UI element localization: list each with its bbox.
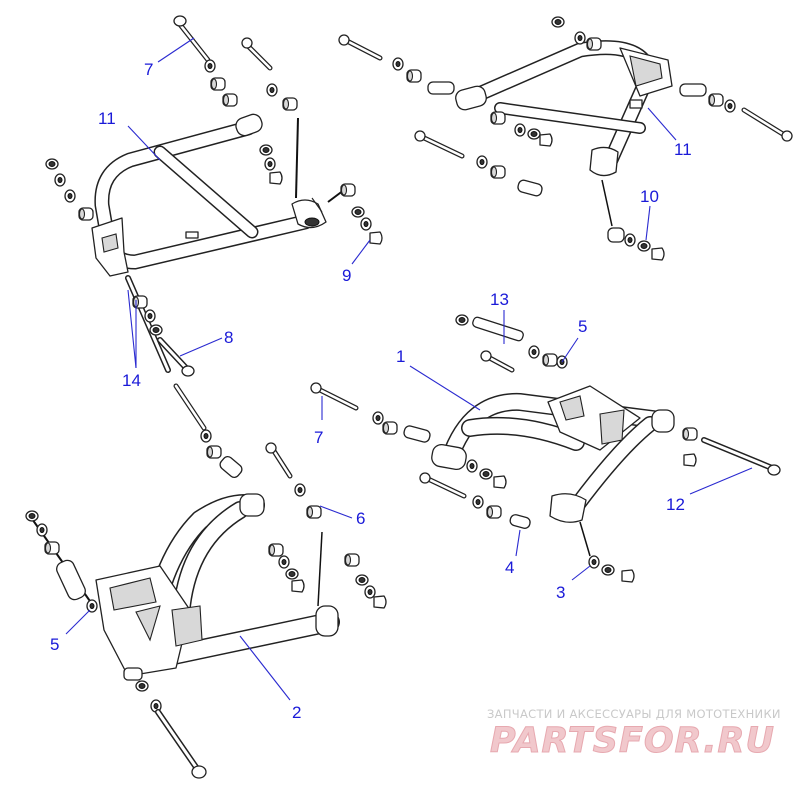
- callout-5-left: 5: [50, 635, 59, 654]
- callout-1: 1: [396, 347, 405, 366]
- callout-9: 9: [342, 266, 351, 285]
- callout-6: 6: [356, 509, 365, 528]
- callout-leaders: [65, 37, 753, 701]
- callout-5-right: 5: [578, 317, 587, 336]
- a-arm-frame-11-upper-right: [455, 40, 673, 177]
- callout-14: 14: [122, 371, 141, 390]
- callout-labels: 11 7 9 8 14 11 10 13 5 1 7 12 4 3 6 5 2: [50, 60, 692, 722]
- callout-3: 3: [556, 583, 565, 602]
- callout-8: 8: [224, 328, 233, 347]
- callout-7-upper-left: 7: [144, 60, 153, 79]
- callout-10: 10: [640, 187, 659, 206]
- callout-2: 2: [292, 703, 301, 722]
- upper-right-arm-assembly: [338, 16, 793, 261]
- callout-12: 12: [666, 495, 685, 514]
- right-lower-arm-assembly: [310, 314, 781, 583]
- callout-11-upper-left: 11: [98, 109, 116, 128]
- lower-left-arm-assembly: [25, 383, 387, 779]
- watermark: ЗАПЧАСТИ И АКСЕССУАРЫ ДЛЯ МОТОТЕХНИКИ PA…: [487, 707, 781, 762]
- lower-a-arm-1: [431, 385, 675, 523]
- callout-13: 13: [490, 290, 509, 309]
- hardware-stack-left-side: [45, 158, 195, 377]
- lower-a-arm-2: [95, 493, 340, 681]
- callout-7-lower: 7: [314, 428, 323, 447]
- callout-4: 4: [505, 558, 514, 577]
- a-arm-frame-11-upper-left: [91, 113, 327, 277]
- watermark-tagline: ЗАПЧАСТИ И АКСЕССУАРЫ ДЛЯ МОТОТЕХНИКИ: [487, 707, 781, 721]
- callout-11-upper-right: 11: [674, 140, 692, 159]
- hardware-stack-upper-right: [338, 16, 793, 261]
- hardware-stack-lower-right: [310, 314, 781, 583]
- hardware-stack-lower-left: [25, 383, 387, 779]
- hardware-stack-upper-left: [173, 15, 383, 245]
- watermark-brand-logo: PARTSFOR.RU: [490, 721, 775, 761]
- upper-left-arm-assembly: [45, 15, 383, 377]
